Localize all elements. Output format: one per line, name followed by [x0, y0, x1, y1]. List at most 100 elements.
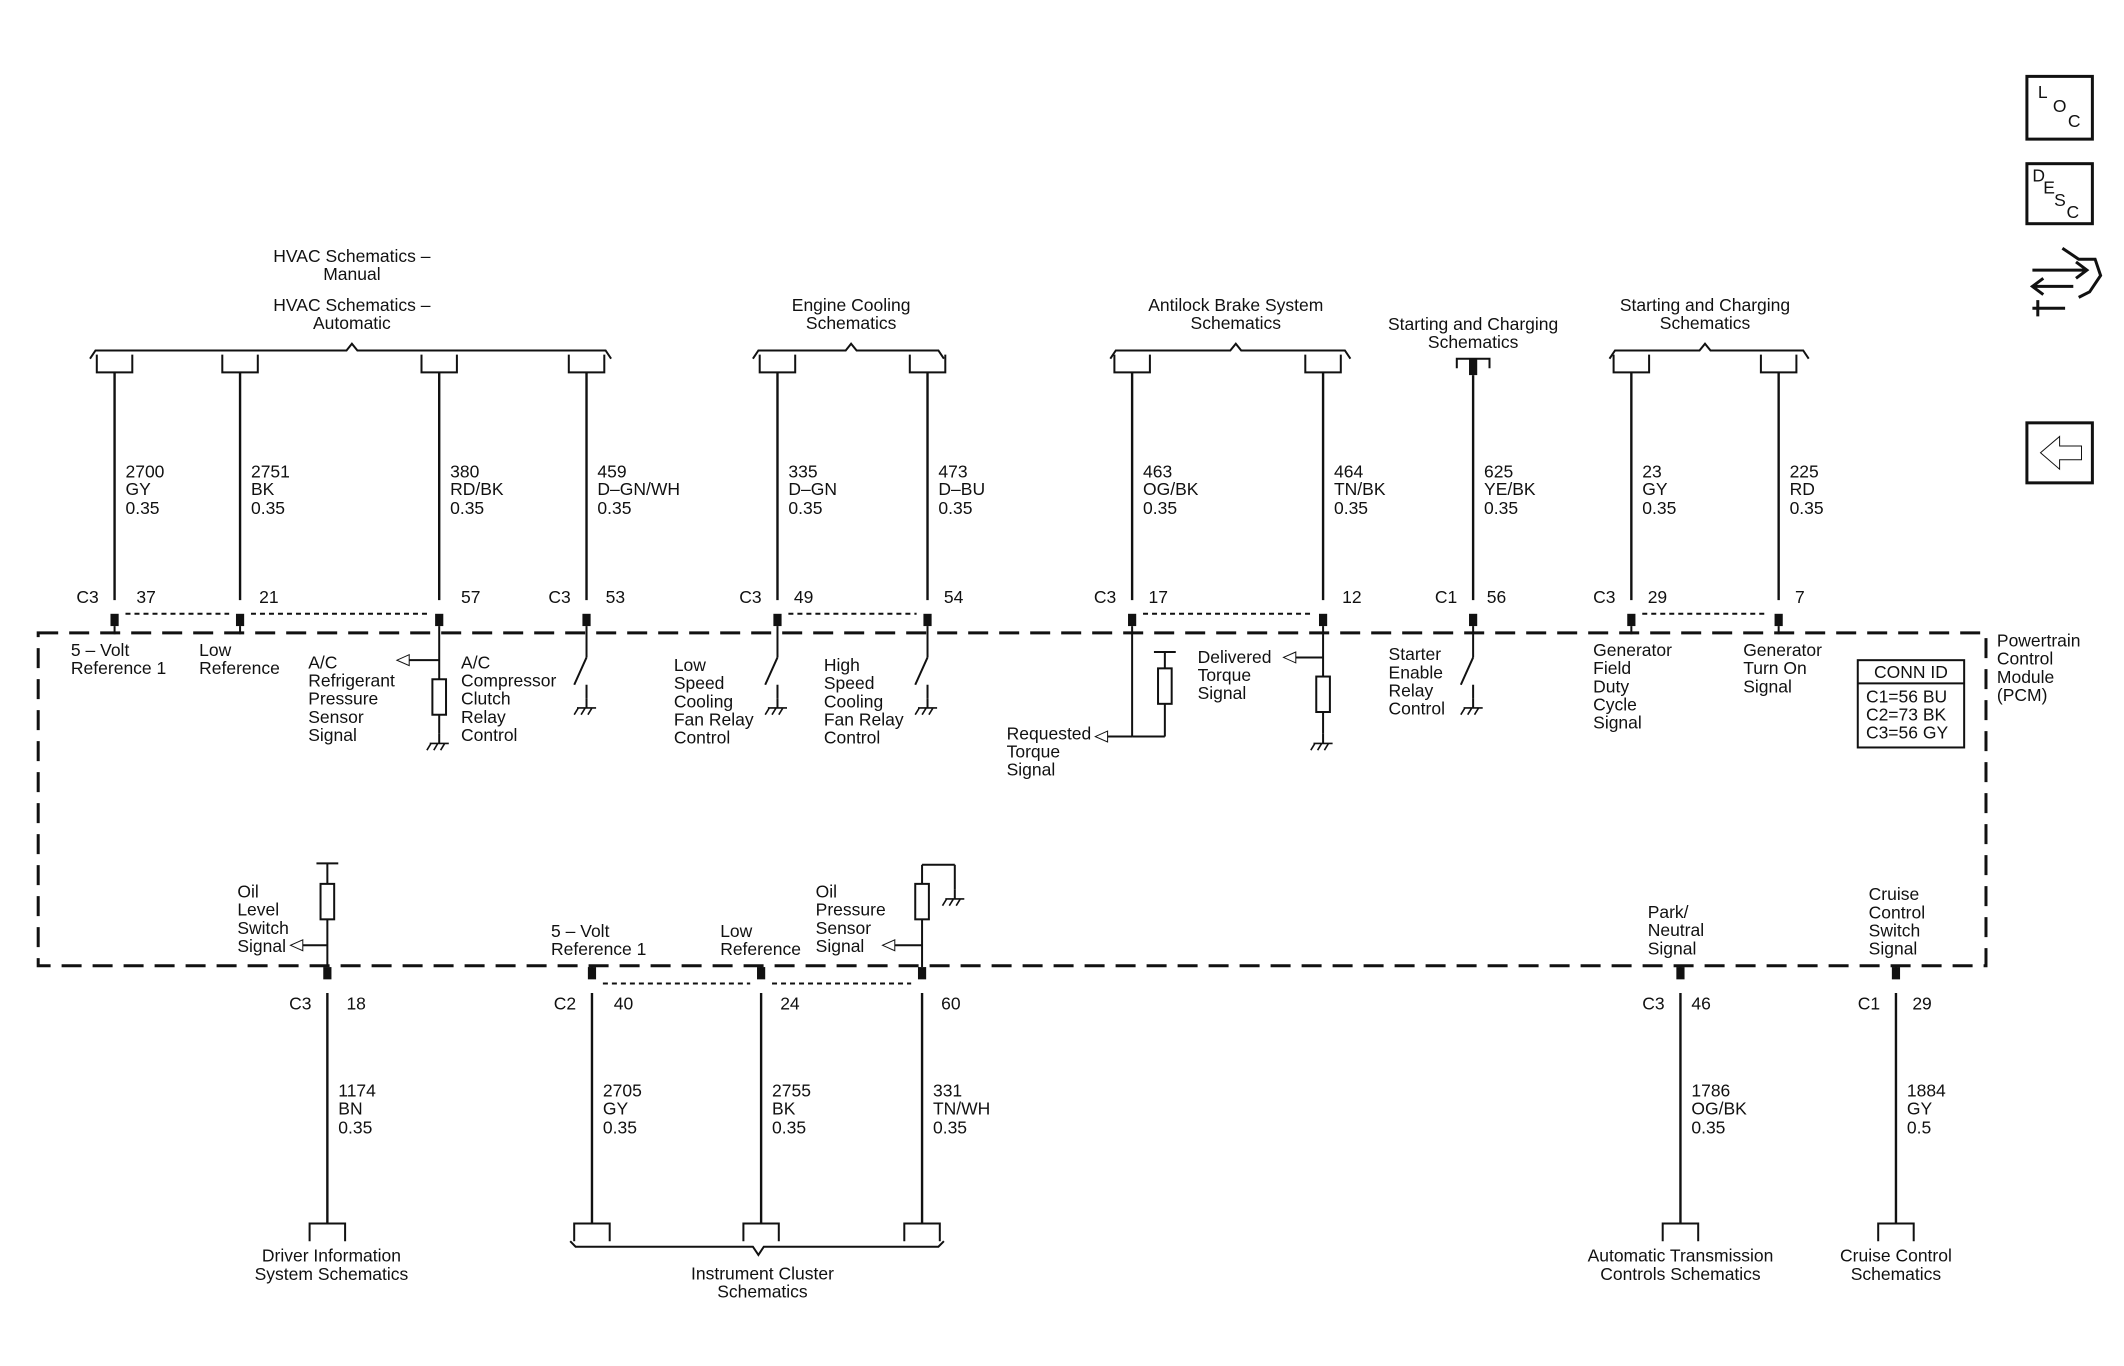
arrow-icon: [1094, 730, 1109, 743]
signal-label: Fan Relay: [674, 710, 754, 730]
conn-id-row: C3=56 GY: [1866, 723, 1949, 743]
signal-label: Switch: [237, 918, 289, 938]
wire-color: RD/BK: [450, 479, 504, 499]
terminal-pin: [1128, 613, 1137, 627]
wire-size: 0.35: [938, 498, 972, 518]
pin-number: 40: [614, 993, 634, 1013]
target-cruise-control: Schematics: [1851, 1264, 1942, 1284]
wire-color: TN/WH: [933, 1098, 990, 1118]
back-arrow-icon[interactable]: [2039, 435, 2082, 471]
module-name: Powertrain: [1997, 631, 2081, 651]
signal-label: High: [824, 655, 860, 675]
desc-icon[interactable]: [2025, 162, 2094, 226]
resistor-icon: [914, 882, 930, 921]
signal-label: Control: [461, 725, 517, 745]
wire-color: BK: [251, 479, 275, 499]
signal-label: Switch: [1869, 921, 1921, 941]
signal-label: Signal: [816, 936, 865, 956]
connector-end: [908, 354, 947, 374]
wire-color: D–BU: [938, 479, 985, 499]
terminal-pin: [235, 613, 245, 627]
target-instrument-cluster: Schematics: [717, 1282, 808, 1302]
signal-label: Fan Relay: [824, 710, 904, 730]
group-header-hvac-manual: HVAC Schematics –: [273, 246, 430, 266]
wire-size: 0.35: [125, 498, 159, 518]
pin-number: 54: [944, 587, 964, 607]
connector-end: [420, 354, 458, 374]
signal-label: Signal: [1743, 676, 1792, 696]
signal-label: Delivered: [1198, 647, 1272, 667]
wire-color: GY: [603, 1098, 629, 1118]
wire-circuit-number: 625: [1484, 461, 1513, 481]
loc-icon[interactable]: [2025, 74, 2094, 141]
loc-icon-letter: O: [2053, 96, 2067, 116]
switch-icon: [764, 657, 779, 686]
wire-color: GY: [1907, 1098, 1933, 1118]
connector-id: C3: [548, 587, 570, 607]
terminal-pin: [757, 967, 766, 980]
terminal-pin: [1891, 967, 1901, 980]
group-header-starting-2: Starting and Charging: [1620, 295, 1790, 315]
signal-label: Low: [674, 655, 706, 675]
connector-end: [1113, 354, 1151, 374]
conn-id-row: C2=73 BK: [1866, 705, 1947, 725]
connector-id: C3: [1593, 587, 1615, 607]
connector-id: C3: [1642, 993, 1664, 1013]
target-driver-info: Driver Information: [262, 1246, 401, 1266]
module-name: Control: [1997, 649, 2053, 669]
wire-circuit-number: 2700: [125, 461, 164, 481]
pin-number: 24: [780, 993, 800, 1013]
terminal-pin: [773, 613, 782, 627]
wire-circuit-number: 380: [450, 461, 479, 481]
wire-size: 0.35: [603, 1117, 637, 1137]
target-auto-trans: Automatic Transmission: [1588, 1246, 1774, 1266]
signal-label: Enable: [1389, 662, 1444, 682]
wire-color: D–GN/WH: [597, 479, 680, 499]
pin-number: 17: [1148, 587, 1167, 607]
wire-color: TN/BK: [1334, 479, 1386, 499]
wire-color: YE/BK: [1484, 479, 1536, 499]
wire-circuit-number: 2755: [772, 1081, 811, 1101]
connector-end: [1469, 358, 1478, 376]
signal-label: Control: [674, 728, 730, 748]
switch-icon: [914, 657, 929, 686]
connector-end: [1877, 1222, 1915, 1242]
connector-end: [742, 1222, 780, 1242]
conn-id-title: CONN ID: [1874, 662, 1948, 682]
signal-label: Reference: [199, 658, 280, 678]
wire-size: 0.35: [933, 1117, 967, 1137]
wire-color: BN: [338, 1098, 362, 1118]
signal-label: Relay: [461, 707, 506, 727]
group-header-starting-2: Schematics: [1660, 313, 1751, 333]
pin-number: 21: [259, 587, 278, 607]
group-bracket: [752, 342, 945, 360]
signal-label: Oil: [237, 882, 258, 902]
connector-id: C1: [1435, 587, 1457, 607]
connector-wrench-icon: [2032, 246, 2103, 317]
ground-icon: [941, 898, 965, 907]
ground-icon: [1460, 707, 1483, 716]
signal-label: Signal: [1869, 939, 1918, 959]
signal-label: Control: [824, 728, 880, 748]
connector-end: [1759, 354, 1798, 374]
connector-end: [1455, 357, 1491, 369]
signal-label: Control: [1869, 902, 1925, 922]
terminal-pin: [587, 967, 597, 980]
terminal-pin: [1676, 967, 1685, 980]
back-arrow-icon[interactable]: [2025, 421, 2094, 485]
group-header-starting-1: Schematics: [1428, 332, 1519, 352]
pin-number: 60: [941, 993, 961, 1013]
resistor-icon: [431, 678, 448, 716]
module-name: Module: [1997, 667, 2054, 687]
wire-size: 0.35: [788, 498, 822, 518]
ground-icon: [764, 707, 787, 716]
group-header-engine-cooling: Engine Cooling: [792, 295, 911, 315]
connector-end: [95, 354, 134, 374]
group-header-engine-cooling: Schematics: [806, 313, 897, 333]
signal-label: Refrigerant: [308, 671, 395, 691]
connector-id: C3: [1094, 587, 1116, 607]
group-header-hvac-manual: Manual: [323, 264, 380, 284]
loc-icon-letter: C: [2068, 111, 2081, 131]
signal-label: Speed: [674, 673, 725, 693]
signal-label: Neutral: [1648, 920, 1704, 940]
